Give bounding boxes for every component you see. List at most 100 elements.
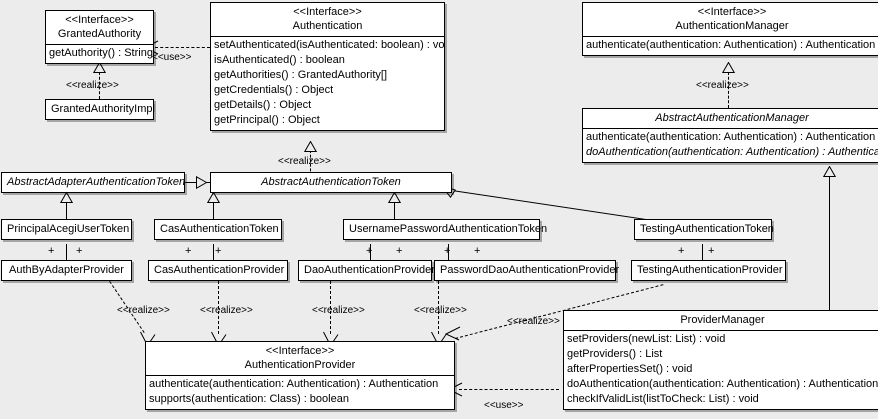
generalization-triangle-abstract-auth-token-cas <box>207 192 220 203</box>
operation-get-providers: getProviders() : List <box>567 348 663 360</box>
operation-supports-provider: supports(authentication: Class) : boolea… <box>149 393 349 405</box>
operation-get-details: getDetails() : Object <box>214 99 312 111</box>
class-box-provider-manager[interactable]: ProviderManager setProviders(newList: Li… <box>563 310 878 410</box>
association-plus-testing-right: + <box>708 245 715 257</box>
association-line-upat-to-dao-provider <box>370 244 371 260</box>
realization-line-granted-authority-impl <box>99 72 100 99</box>
class-name-abstract-authentication-manager: AbstractAuthenticationManager <box>655 112 809 124</box>
association-plus-principal-left: + <box>48 245 55 257</box>
association-line-upat-to-password-dao-provider <box>448 244 449 260</box>
generalization-triangle-authentication-manager <box>722 62 735 73</box>
class-name-cas-authentication-token: CasAuthenticationToken <box>160 223 279 235</box>
class-name-abstract-adapter-authentication-token: AbstractAdapterAuthenticationToken <box>7 176 186 188</box>
class-box-granted-authority[interactable]: <<Interface>> GrantedAuthority getAuthor… <box>45 10 154 64</box>
generalization-triangle-abstract-adapter-token <box>60 192 73 203</box>
operation-is-authenticated: isAuthenticated() : boolean <box>214 54 345 66</box>
stereotype-interface-granted-authority: <<Interface>> <box>65 14 134 26</box>
operation-get-principal: getPrincipal() : Object <box>214 114 320 126</box>
class-name-authentication: Authentication <box>292 20 363 32</box>
generalization-line-testing-authentication-token <box>451 190 658 222</box>
class-name-auth-by-adapter-provider: AuthByAdapterProvider <box>9 264 124 276</box>
operation-set-authenticated: setAuthenticated(isAuthenticated: boolea… <box>214 39 444 51</box>
operation-do-authentication-abstract-manager: doAuthentication(authentication: Authent… <box>586 146 878 158</box>
divider-authentication <box>211 36 444 37</box>
class-box-password-dao-authentication-provider[interactable]: PasswordDaoAuthenticationProvider <box>434 260 620 281</box>
generalization-line-cas-authentication-token <box>213 201 214 219</box>
association-plus-upat-two: + <box>396 245 403 257</box>
label-realize-password-dao-provider: <<realize>> <box>414 305 467 316</box>
label-realize-auth-by-adapter: <<realize>> <box>117 305 170 316</box>
class-box-authentication-manager[interactable]: <<Interface>> AuthenticationManager auth… <box>582 2 878 56</box>
operation-authenticate-provider: authenticate(authentication: Authenticat… <box>149 378 439 390</box>
open-arrowhead-auth-provider-5 <box>444 325 462 343</box>
class-box-granted-authority-impl[interactable]: GrantedAuthorityImpl <box>45 99 155 120</box>
class-name-granted-authority: GrantedAuthority <box>57 28 142 40</box>
association-plus-upat-three: + <box>444 245 451 257</box>
class-box-testing-authentication-provider[interactable]: TestingAuthenticationProvider <box>631 260 786 281</box>
operations-authentication-manager: authenticate(authentication: Authenticat… <box>583 37 878 55</box>
class-header-authentication-manager: <<Interface>> AuthenticationManager <box>583 3 878 36</box>
class-box-cas-authentication-provider[interactable]: CasAuthenticationProvider <box>148 260 288 281</box>
divider-authentication-provider <box>146 375 454 376</box>
operation-get-authorities: getAuthorities() : GrantedAuthority[] <box>214 69 388 81</box>
generalization-triangle-abstract-auth-token-upat <box>388 192 401 203</box>
class-box-authentication-provider[interactable]: <<Interface>> AuthenticationProvider aut… <box>145 341 455 410</box>
stereotype-interface-authentication-manager: <<Interface>> <box>697 6 767 18</box>
realization-line-abstract-authentication-manager <box>728 72 729 108</box>
class-name-provider-manager: ProviderManager <box>680 314 765 326</box>
class-name-abstract-authentication-token: AbstractAuthenticationToken <box>261 176 401 188</box>
label-realize-testing-provider: <<realize>> <box>507 316 560 327</box>
association-plus-upat-four: + <box>474 245 481 257</box>
class-box-authentication[interactable]: <<Interface>> Authentication setAuthenti… <box>210 2 445 131</box>
class-box-cas-authentication-token[interactable]: CasAuthenticationToken <box>154 219 282 240</box>
class-header-authentication: <<Interface>> Authentication <box>211 3 444 36</box>
label-realize-abstract-authentication-token: <<realize>> <box>278 156 331 167</box>
association-line-principal-to-auth-by-adapter <box>66 244 67 260</box>
class-box-dao-authentication-provider[interactable]: DaoAuthenticationProvider <box>298 260 435 281</box>
class-name-granted-authority-impl: GrantedAuthorityImpl <box>51 103 155 115</box>
generalization-triangle-abstract-authentication-token-left <box>196 176 207 189</box>
generalization-triangle-abstract-authentication-manager <box>823 166 836 177</box>
class-header-abstract-authentication-manager: AbstractAuthenticationManager <box>583 109 878 128</box>
operations-granted-authority: getAuthority() : String <box>46 45 153 63</box>
realization-line-abstract-authentication-token <box>310 150 311 176</box>
divider-granted-authority <box>46 44 153 45</box>
label-use-granted-authority: <<use>> <box>152 52 192 63</box>
class-box-abstract-authentication-manager[interactable]: AbstractAuthenticationManager authentica… <box>582 108 878 163</box>
stereotype-interface-authentication-provider: <<Interface>> <box>265 345 335 357</box>
operation-get-authority: getAuthority() : String <box>49 47 153 59</box>
class-name-cas-authentication-provider: CasAuthenticationProvider <box>154 264 285 276</box>
class-box-username-password-authentication-token[interactable]: UsernamePasswordAuthenticationToken <box>343 219 547 240</box>
class-box-abstract-adapter-authentication-token[interactable]: AbstractAdapterAuthenticationToken <box>1 172 185 193</box>
association-plus-principal-right: + <box>76 245 83 257</box>
class-name-testing-authentication-provider: TestingAuthenticationProvider <box>637 264 783 276</box>
label-realize-abstract-authentication-manager: <<realize>> <box>696 80 749 91</box>
class-header-provider-manager: ProviderManager <box>564 311 878 330</box>
operation-get-credentials: getCredentials() : Object <box>214 84 334 96</box>
divider-provider-manager <box>564 330 878 331</box>
operations-abstract-authentication-manager: authenticate(authentication: Authenticat… <box>583 129 878 162</box>
class-name-password-dao-authentication-provider: PasswordDaoAuthenticationProvider <box>440 264 620 276</box>
class-box-abstract-authentication-token[interactable]: AbstractAuthenticationToken <box>210 172 452 193</box>
class-name-testing-authentication-token: TestingAuthenticationToken <box>640 223 774 235</box>
operation-set-providers: setProviders(newList: List) : void <box>567 333 726 345</box>
class-name-authentication-manager: AuthenticationManager <box>675 20 789 32</box>
class-box-testing-authentication-token[interactable]: TestingAuthenticationToken <box>634 219 774 240</box>
operation-after-properties-set: afterPropertiesSet() : void <box>567 363 693 375</box>
association-plus-cas-left: + <box>185 245 192 257</box>
class-box-auth-by-adapter-provider[interactable]: AuthByAdapterProvider <box>1 260 132 281</box>
association-plus-cas-right: + <box>215 245 222 257</box>
class-header-authentication-provider: <<Interface>> AuthenticationProvider <box>146 342 454 375</box>
operation-authenticate-abstract-manager: authenticate(authentication: Authenticat… <box>586 131 876 143</box>
generalization-line-provider-manager <box>829 176 830 310</box>
generalization-triangle-authentication <box>304 141 317 152</box>
association-plus-testing-left: + <box>678 245 685 257</box>
generalization-line-principal-acegi-user-token <box>66 201 67 219</box>
association-line-testing-token-to-testing-provider <box>702 244 703 260</box>
divider-authentication-manager <box>583 36 878 37</box>
label-realize-dao-provider: <<realize>> <box>312 305 365 316</box>
divider-abstract-authentication-manager <box>583 128 878 129</box>
class-box-principal-acegi-user-token[interactable]: PrincipalAcegiUserToken <box>1 219 132 240</box>
realization-line-cas-authentication-provider <box>218 281 219 334</box>
